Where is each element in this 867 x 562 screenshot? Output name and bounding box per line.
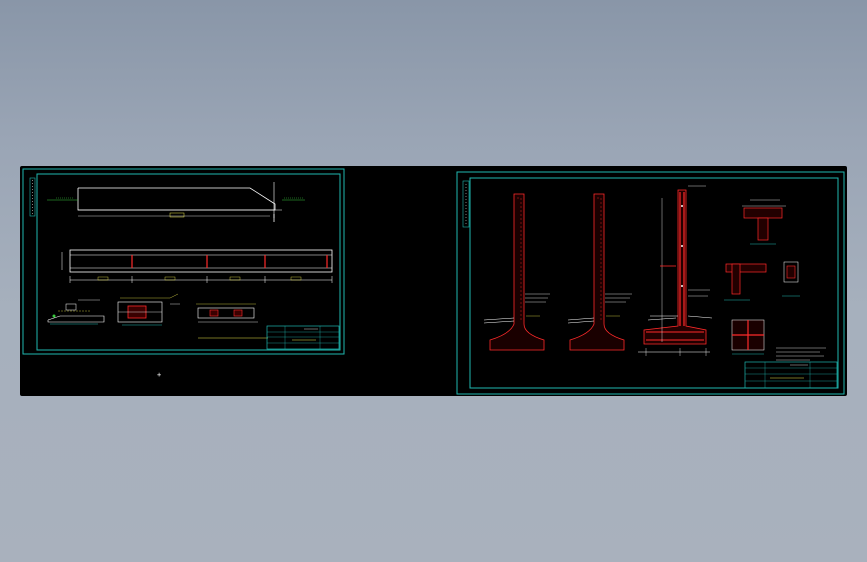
wall-section-1 — [483, 193, 550, 351]
wall-elevation-long — [61, 249, 333, 283]
cad-viewport[interactable]: + — [20, 166, 847, 396]
sheet-left — [22, 168, 345, 355]
joint-detail-top — [742, 199, 786, 245]
sheet-right-inner-frame — [469, 177, 839, 389]
detail-section-1 — [47, 299, 105, 325]
detail-section-2 — [117, 293, 180, 326]
wall-section-3-reinforcement — [638, 185, 713, 356]
cursor-crosshair-icon: + — [157, 371, 161, 379]
joint-detail-plan — [731, 319, 765, 355]
drawing-canvas[interactable]: + — [20, 166, 847, 396]
sheet-left-title-block — [266, 325, 340, 350]
wall-elevation-top — [47, 182, 305, 222]
sheet-right-side-strip — [462, 180, 470, 228]
sheet-left-side-strip — [29, 177, 36, 217]
sheet-right — [456, 171, 845, 395]
joint-detail-small — [782, 261, 800, 297]
sheet-right-outer-frame — [456, 171, 845, 395]
joint-detail-corner — [724, 263, 767, 301]
sheet-left-inner-frame — [36, 173, 341, 351]
sheet-right-notes — [776, 347, 826, 361]
wall-section-2 — [567, 193, 632, 351]
detail-section-3 — [196, 303, 268, 339]
sheet-right-title-block — [744, 361, 838, 389]
sheet-left-outer-frame — [22, 168, 345, 355]
